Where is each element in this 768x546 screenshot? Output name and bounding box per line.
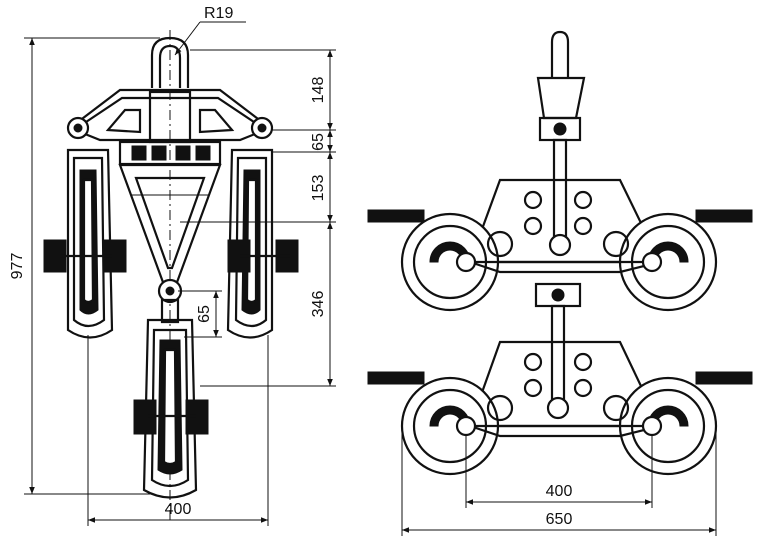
dim-overall-height: 977: [9, 253, 26, 280]
dim-width-400: 400: [165, 501, 192, 518]
right-sheave: [226, 148, 299, 339]
side-view: 400 650: [367, 30, 753, 536]
lower-block: [367, 340, 753, 476]
dim-side-width-650: 650: [546, 511, 573, 528]
upper-block: [367, 178, 753, 312]
dim-65-gap: 65: [196, 305, 213, 323]
dim-148: 148: [310, 77, 327, 104]
dim-side-width-400: 400: [546, 483, 573, 500]
radius-label: R19: [204, 5, 233, 22]
lower-sheave: [133, 298, 209, 499]
front-view: R19 977 148 65 153 346 65 400: [9, 5, 336, 526]
dim-153: 153: [310, 175, 327, 202]
dim-346: 346: [310, 291, 327, 318]
left-sheave: [43, 148, 127, 339]
dim-65-top: 65: [310, 133, 327, 151]
